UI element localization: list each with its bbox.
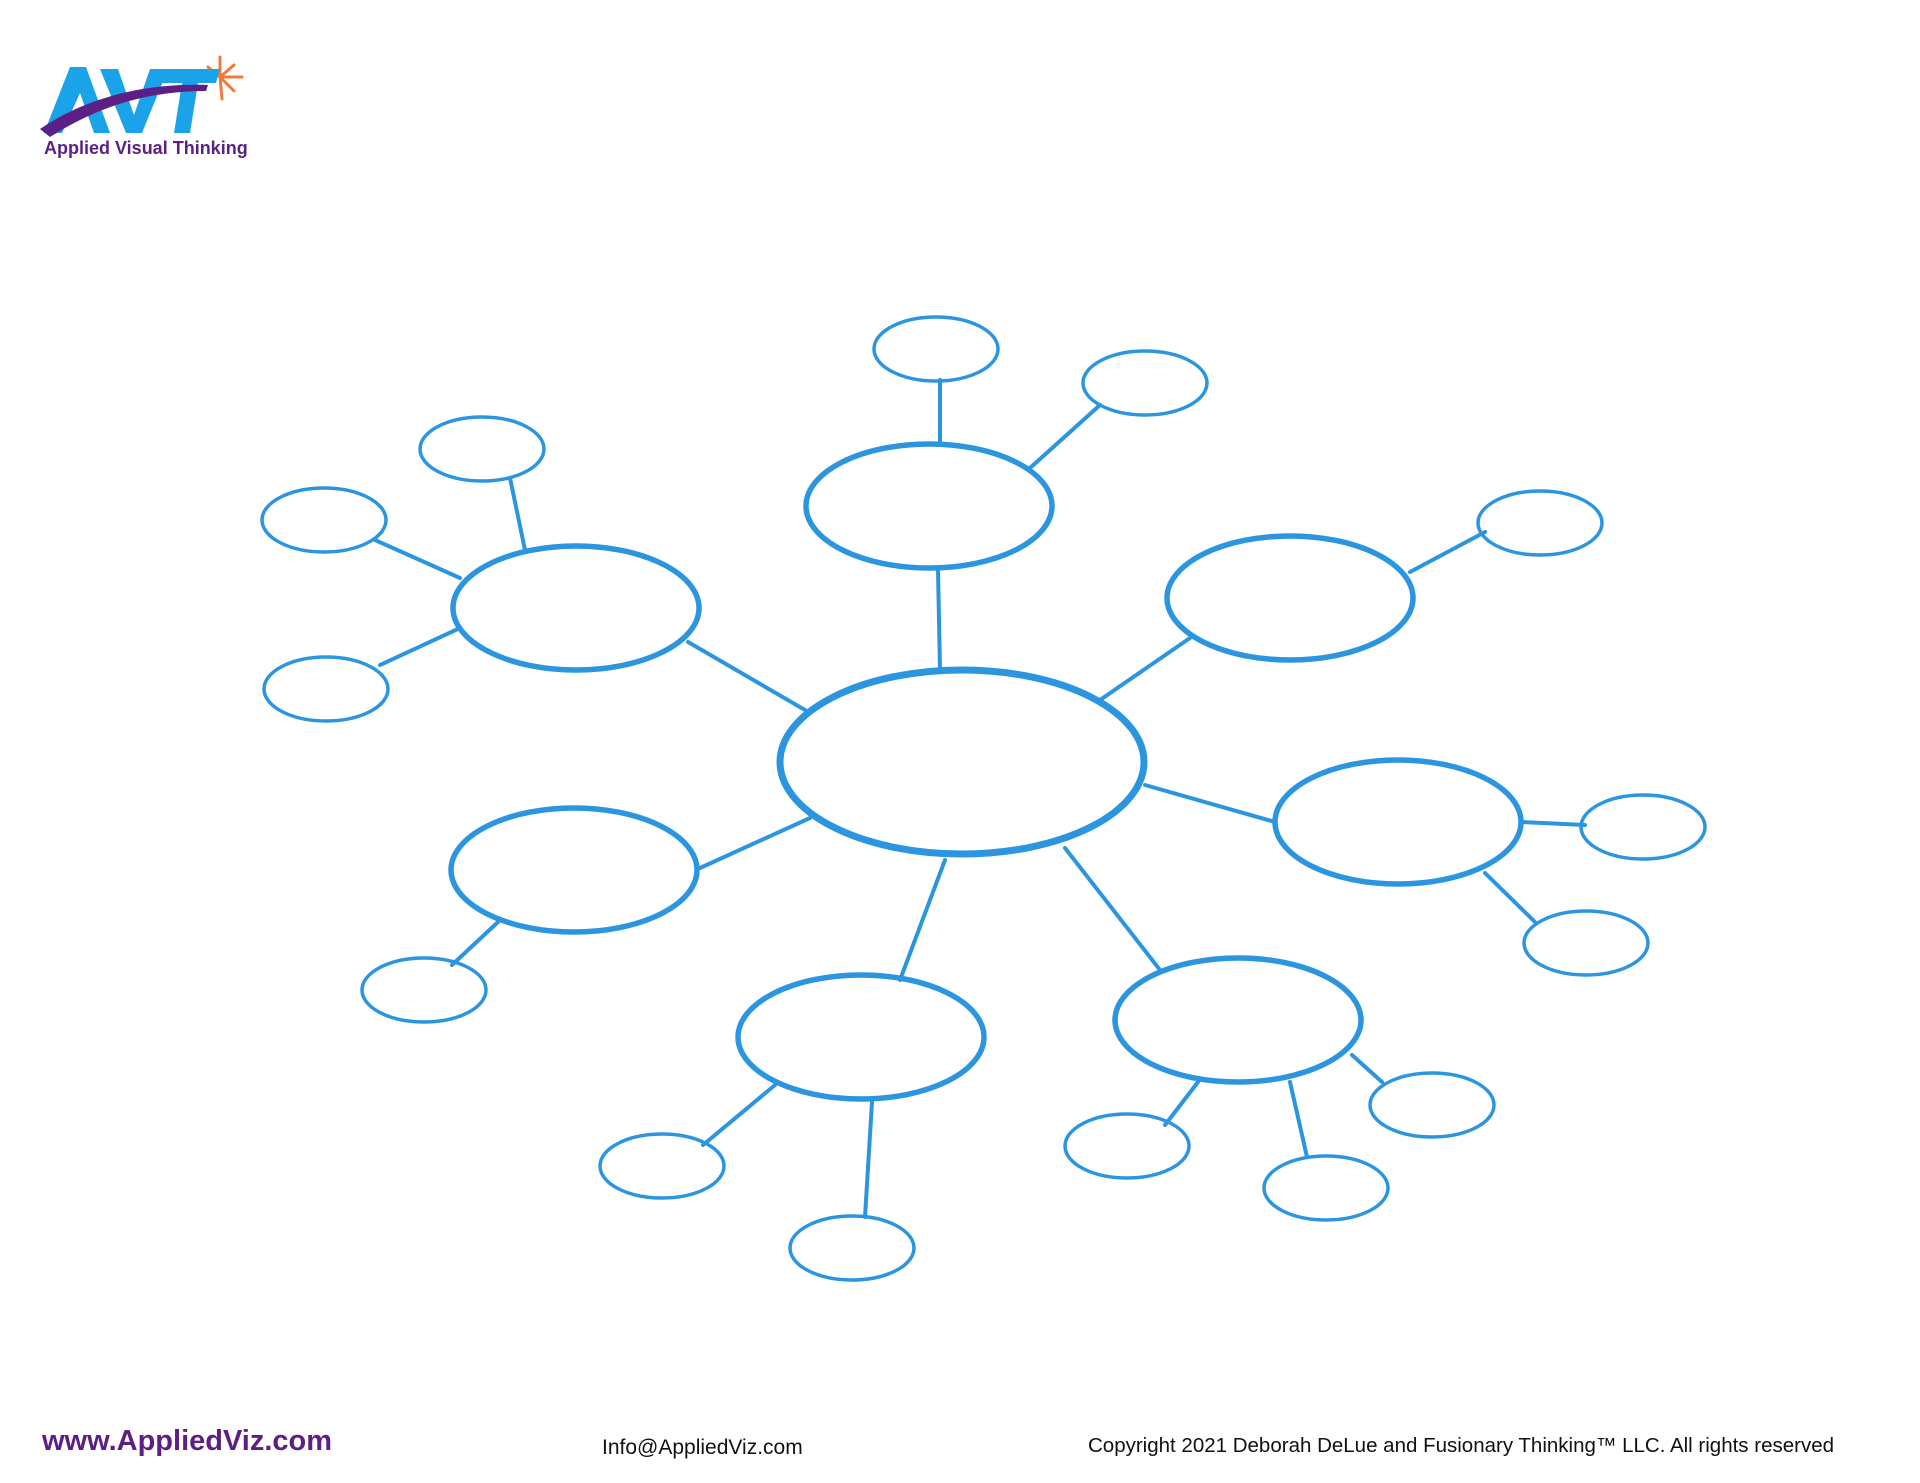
connector-lines (373, 378, 1587, 1219)
avt-letters-icon (44, 67, 220, 133)
leaf-nodes (260, 315, 1707, 1282)
leaf-node (598, 1132, 726, 1200)
leaf-node (418, 415, 546, 483)
connector-lr-leaf-c (1163, 1080, 1200, 1127)
footer-website-link[interactable]: www.AppliedViz.com (42, 1425, 333, 1457)
branch-node-bottom (735, 972, 987, 1102)
branch-node-upper-right (1164, 533, 1416, 663)
logo-tagline: Applied Visual Thinking (44, 138, 248, 158)
connector-b-leaf-b (863, 1100, 874, 1219)
leaf-node (1522, 909, 1650, 977)
footer-email-link[interactable]: Info@AppliedViz.com (602, 1436, 803, 1459)
connector-ur-leaf (1408, 530, 1487, 574)
connector-hub-upper-left (686, 640, 807, 712)
branch-node-top (803, 441, 1055, 571)
branch-node-upper-left (450, 543, 702, 673)
branch-nodes (448, 441, 1524, 1102)
connector-r-leaf-a (1520, 820, 1587, 827)
connector-lr-leaf-b (1288, 1080, 1309, 1159)
leaf-node (1081, 349, 1209, 417)
leaf-node (1579, 793, 1707, 861)
branch-node-lower-right (1112, 955, 1364, 1085)
connector-hub-upper-right (1098, 636, 1192, 702)
connector-ul-leaf-c (508, 476, 527, 552)
leaf-node (1262, 1154, 1390, 1222)
leaf-node (1368, 1071, 1496, 1139)
connector-hub-bottom (898, 858, 947, 982)
connector-ul-leaf-b (373, 538, 462, 580)
connector-hub-lower-left (698, 816, 812, 870)
hub-node (776, 666, 1148, 858)
leaf-node (788, 1214, 916, 1282)
avt-logo (40, 55, 244, 137)
leaf-node (262, 655, 390, 723)
connector-b-leaf-a (701, 1083, 777, 1147)
connector-hub-right (1143, 783, 1277, 824)
connector-r-leaf-b (1483, 871, 1537, 924)
footer-copyright: Copyright 2021 Deborah DeLue and Fusiona… (1088, 1434, 1835, 1457)
connector-ll-leaf (450, 920, 500, 967)
branch-node-lower-left (448, 805, 700, 935)
branch-node-right (1272, 757, 1524, 887)
leaf-node (872, 315, 1000, 383)
connector-top-leaf-b (1028, 403, 1102, 470)
connector-ul-leaf-a (378, 626, 462, 667)
connector-hub-lower-right (1063, 846, 1162, 972)
swoosh-icon (40, 84, 208, 137)
leaf-node (1476, 489, 1604, 557)
connector-lr-leaf-a (1350, 1053, 1384, 1084)
connector-hub-top (936, 568, 942, 672)
leaf-node (1063, 1112, 1191, 1180)
leaf-node (360, 956, 488, 1024)
leaf-node (260, 486, 388, 554)
